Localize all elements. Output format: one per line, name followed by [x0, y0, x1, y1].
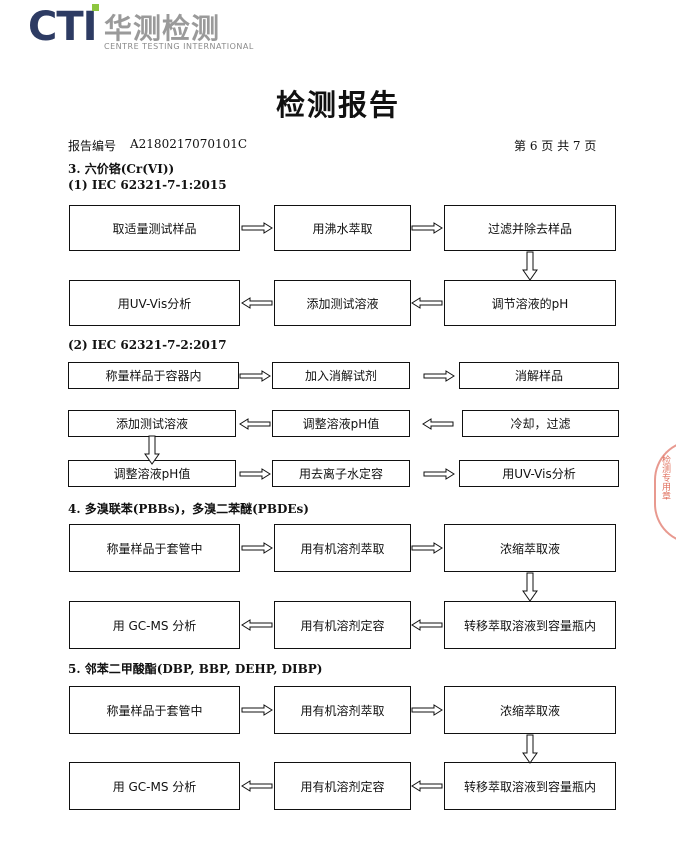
flow-box: 浓缩萃取液 — [444, 686, 616, 734]
section-3-title: 3. 六价铬(Cr(VI)) — [68, 162, 175, 176]
page-info: 第 6 页 共 7 页 — [514, 139, 597, 153]
flow-box: 用有机溶剂定容 — [274, 762, 411, 810]
seal-stamp-text: 检测专用章 — [660, 455, 670, 500]
flow-box: 添加测试溶液 — [274, 280, 411, 326]
logo-english-name: CENTRE TESTING INTERNATIONAL — [104, 42, 254, 51]
arrow-right-icon — [239, 370, 271, 382]
flow-box: 用沸水萃取 — [274, 205, 411, 251]
section-5-title: 5. 邻苯二甲酸酯(DBP, BBP, DEHP, DIBP) — [68, 662, 323, 676]
arrow-down-icon — [144, 435, 160, 465]
arrow-left-icon — [241, 780, 273, 792]
flow-box: 用有机溶剂萃取 — [274, 524, 411, 572]
flow-box: 称量样品于套管中 — [69, 686, 240, 734]
flow-box: 用 GC-MS 分析 — [69, 762, 240, 810]
flow-box: 消解样品 — [459, 362, 619, 389]
flow-box: 用有机溶剂定容 — [274, 601, 411, 649]
report-no-label: 报告编号 — [68, 139, 117, 153]
arrow-right-icon — [423, 370, 455, 382]
arrow-left-icon — [411, 619, 443, 631]
arrow-left-icon — [241, 297, 273, 309]
page-title: 检测报告 — [275, 88, 400, 122]
flow-box: 调节溶液的pH — [444, 280, 616, 326]
flow-box: 过滤并除去样品 — [444, 205, 616, 251]
arrow-right-icon — [411, 704, 443, 716]
arrow-left-icon — [239, 418, 271, 430]
flow-box: 转移萃取溶液到容量瓶内 — [444, 762, 616, 810]
flow-box: 用去离子水定容 — [272, 460, 410, 487]
flow-box: 冷却，过滤 — [462, 410, 619, 437]
report-no: A2180217070101C — [130, 137, 248, 151]
logo-chinese-name: 华测检测 — [104, 12, 221, 45]
arrow-right-icon — [411, 542, 443, 554]
flow-box: 用有机溶剂萃取 — [274, 686, 411, 734]
arrow-left-icon — [241, 619, 273, 631]
arrow-right-icon — [241, 704, 273, 716]
arrow-down-icon — [522, 734, 538, 764]
logo-accent-dot — [92, 4, 99, 11]
flow-box: 浓缩萃取液 — [444, 524, 616, 572]
flow-box: 添加测试溶液 — [68, 410, 236, 437]
arrow-right-icon — [411, 222, 443, 234]
flow-box: 转移萃取溶液到容量瓶内 — [444, 601, 616, 649]
arrow-right-icon — [241, 222, 273, 234]
arrow-down-icon — [522, 572, 538, 602]
flow-box: 取适量测试样品 — [69, 205, 240, 251]
arrow-down-icon — [522, 251, 538, 281]
arrow-right-icon — [241, 542, 273, 554]
flow-box: 用UV-Vis分析 — [459, 460, 619, 487]
flow-box: 称量样品于套管中 — [69, 524, 240, 572]
arrow-right-icon — [423, 468, 455, 480]
flow-box: 称量样品于容器内 — [68, 362, 239, 389]
section-3-2-title: (2) IEC 62321-7-2:2017 — [68, 338, 227, 352]
flow-box: 用 GC-MS 分析 — [69, 601, 240, 649]
flow-box: 加入消解试剂 — [272, 362, 410, 389]
arrow-left-icon — [422, 418, 454, 430]
section-3-1-title: (1) IEC 62321-7-1:2015 — [68, 178, 227, 192]
arrow-right-icon — [239, 468, 271, 480]
section-4-title: 4. 多溴联苯(PBBs)，多溴二苯醚(PBDEs) — [68, 502, 309, 516]
logo-cti: CTI — [28, 4, 98, 50]
arrow-left-icon — [411, 297, 443, 309]
flow-box: 用UV-Vis分析 — [69, 280, 240, 326]
arrow-left-icon — [411, 780, 443, 792]
flow-box: 调整溶液pH值 — [272, 410, 410, 437]
